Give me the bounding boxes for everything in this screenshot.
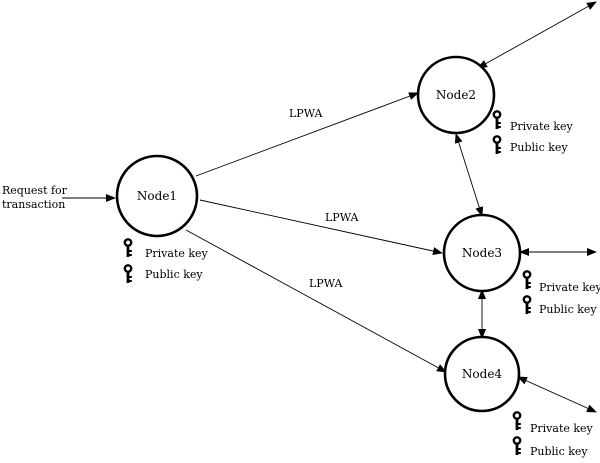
request-input: Request for transaction <box>2 184 116 211</box>
request-label-line1: Request for <box>2 184 68 197</box>
edge-label-node1-node2: LPWA <box>289 107 323 120</box>
node-3-private-key-label: Private key <box>539 281 600 294</box>
edge-label-node1-node3: LPWA <box>325 211 359 224</box>
node-4-public-key-label: Public key <box>530 445 588 458</box>
edge-node1-node3 <box>199 199 443 255</box>
edge-node2-node3 <box>454 133 484 217</box>
private-key-icon <box>123 238 133 258</box>
node-1-label: Node1 <box>137 189 177 203</box>
node-1: Node1 <box>115 154 199 238</box>
node-4-keys: Private key Public key <box>512 411 594 458</box>
node-4-label: Node4 <box>462 367 503 381</box>
public-key-icon <box>492 135 502 155</box>
node-3-keys: Private key Public key <box>522 270 600 316</box>
public-key-icon <box>512 436 522 456</box>
private-key-icon <box>492 110 502 130</box>
edge-label-node1-node4: LPWA <box>309 277 343 290</box>
node-4: Node4 <box>443 335 521 413</box>
private-key-icon <box>512 411 522 431</box>
node-4-private-key-label: Private key <box>530 422 594 435</box>
node-2: Node2 <box>416 55 496 135</box>
node-4-circle <box>443 335 521 413</box>
private-key-icon <box>522 270 532 290</box>
public-key-icon <box>123 264 133 284</box>
node-3-circle <box>442 213 522 293</box>
edge-node1-node4 <box>185 229 447 373</box>
node-1-private-key-label: Private key <box>145 247 209 260</box>
edge-node2-external <box>477 1 597 69</box>
node-2-private-key-label: Private key <box>510 120 574 133</box>
edges <box>185 1 597 413</box>
node-2-label: Node2 <box>436 88 476 102</box>
node-1-keys: Private key Public key <box>123 238 209 284</box>
node-3-label: Node3 <box>462 246 502 260</box>
request-label-line2: transaction <box>2 198 65 211</box>
node-2-public-key-label: Public key <box>510 141 568 154</box>
edge-node4-external <box>517 376 597 413</box>
public-key-icon <box>522 295 532 315</box>
node-3: Node3 <box>442 213 522 293</box>
edge-node1-node2 <box>195 92 419 177</box>
node-1-circle <box>115 154 199 238</box>
node-2-circle <box>416 55 496 135</box>
node-3-public-key-label: Public key <box>539 303 597 316</box>
node-2-keys: Private key Public key <box>492 110 574 155</box>
node-1-public-key-label: Public key <box>145 268 203 281</box>
